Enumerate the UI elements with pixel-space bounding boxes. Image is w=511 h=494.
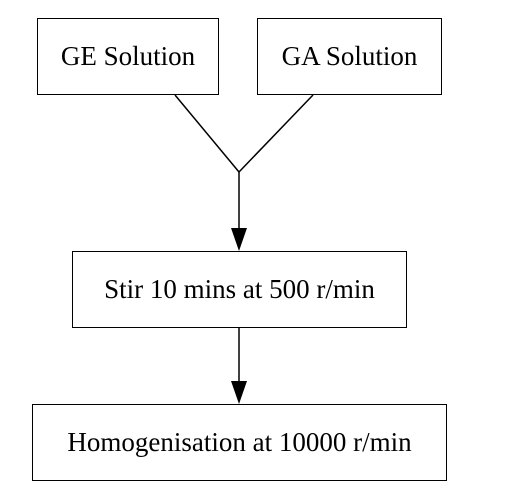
connector-ga-to-merge <box>238 94 314 173</box>
node-ga-solution-label: GA Solution <box>281 41 418 71</box>
node-ge-solution-label: GE Solution <box>60 41 196 71</box>
node-stir: Stir 10 mins at 500 r/min <box>72 251 407 328</box>
node-homogenisation: Homogenisation at 10000 r/min <box>32 404 447 481</box>
arrowhead-stir <box>231 228 247 251</box>
node-ge-solution: GE Solution <box>37 18 219 95</box>
node-stir-label: Stir 10 mins at 500 r/min <box>104 274 375 304</box>
connector-ge-to-merge <box>174 94 240 173</box>
node-ga-solution: GA Solution <box>257 18 442 95</box>
node-homogenisation-label: Homogenisation at 10000 r/min <box>67 427 412 457</box>
arrowhead-homogenisation <box>231 381 247 404</box>
